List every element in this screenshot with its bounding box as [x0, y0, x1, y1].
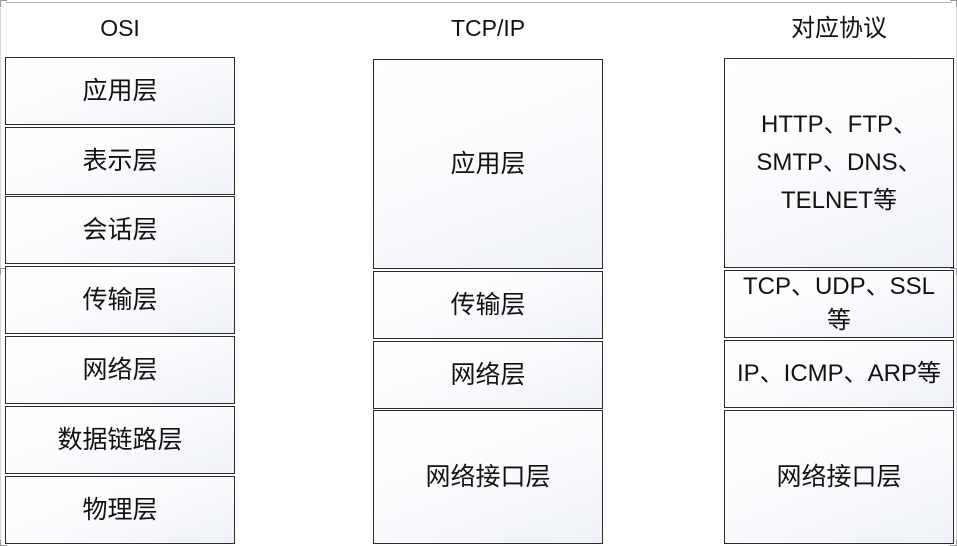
protocols-label: IP、ICMP、ARP等 [736, 360, 942, 387]
protocols-transport: TCP、UDP、SSL 等 [724, 270, 954, 338]
osi-layer-label: 物理层 [82, 495, 158, 524]
tcpip-layer-application: 应用层 [373, 59, 603, 269]
protocols-label: HTTP、FTP、 SMTP、DNS、 TELNET等 [756, 111, 922, 214]
tcpip-layer-network-interface: 网络接口层 [373, 410, 603, 544]
osi-layer-label: 会话层 [82, 215, 158, 244]
tcpip-layer-label: 网络层 [450, 360, 526, 389]
tcpip-layer-transport: 传输层 [373, 271, 603, 339]
osi-layer-label: 网络层 [82, 355, 158, 384]
tcpip-layer-network: 网络层 [373, 341, 603, 409]
osi-layer-physical: 物理层 [5, 476, 235, 544]
frame-corner-top-left [0, 0, 7, 7]
osi-layer-data-link: 数据链路层 [5, 406, 235, 474]
protocols-network-interface: 网络接口层 [724, 410, 954, 544]
frame-corner-top-right [950, 0, 957, 7]
osi-layer-presentation: 表示层 [5, 127, 235, 195]
osi-layer-session: 会话层 [5, 196, 235, 264]
osi-layer-label: 应用层 [82, 76, 158, 105]
osi-layer-label: 传输层 [82, 285, 158, 314]
tcpip-layer-label: 传输层 [450, 290, 526, 319]
protocols-label: TCP、UDP、SSL 等 [742, 273, 936, 334]
osi-layer-application: 应用层 [5, 57, 235, 125]
tcpip-layer-label: 网络接口层 [425, 462, 551, 491]
protocols-label: 网络接口层 [776, 462, 902, 491]
protocols-application: HTTP、FTP、 SMTP、DNS、 TELNET等 [724, 58, 954, 268]
osi-layer-network: 网络层 [5, 336, 235, 404]
osi-layer-transport: 传输层 [5, 266, 235, 334]
tcpip-layer-label: 应用层 [450, 149, 526, 178]
osi-layer-label: 数据链路层 [57, 425, 183, 454]
frame-top-line [6, 2, 952, 3]
protocols-network: IP、ICMP、ARP等 [724, 340, 954, 408]
protocols-column-title: 对应协议 [791, 14, 887, 42]
osi-layer-label: 表示层 [82, 146, 158, 175]
frame-corner-mid-left [0, 268, 7, 275]
tcpip-column-title: TCP/IP [450, 15, 526, 41]
osi-column-title: OSI [100, 15, 140, 41]
